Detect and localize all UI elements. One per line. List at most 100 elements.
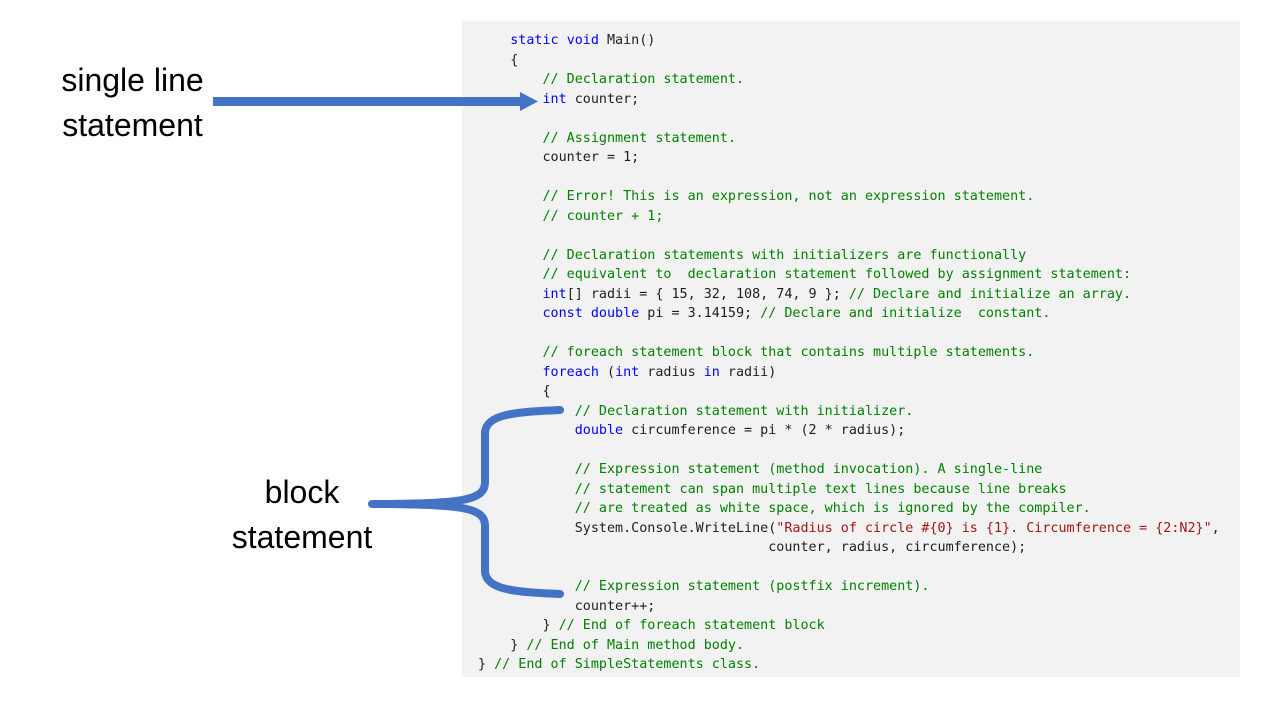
code-text: } (478, 637, 527, 653)
code-line: double circumference = pi * (2 * radius)… (478, 421, 906, 441)
code-text (478, 365, 543, 380)
code-line: const double pi = 3.14159; // Declare an… (478, 304, 1051, 324)
single-line-statement-label: single line statement (40, 58, 225, 148)
code-line: System.Console.WriteLine("Radius of circ… (478, 519, 1220, 539)
code-text: circumference = pi * (2 * radius); (623, 423, 906, 438)
code-text: Main() (598, 33, 656, 48)
code-text (478, 462, 575, 477)
code-text: , (1211, 520, 1220, 536)
code-line: static void Main() (478, 31, 655, 51)
code-keyword: int (542, 286, 567, 302)
code-text (478, 33, 510, 48)
code-text: counter; (566, 91, 640, 107)
code-comment: // Declare and initialize an array. (848, 286, 1132, 302)
code-comment: // foreach statement block that contains… (542, 345, 1035, 360)
code-text: pi = 3.14159; (639, 306, 761, 321)
block-statement-label-line-2: statement (231, 519, 373, 555)
code-line: int counter; (478, 90, 640, 110)
code-line: foreach (int radius in radii) (478, 363, 777, 383)
code-line: counter++; (478, 597, 656, 617)
code-text: counter, radius, circumference); (478, 540, 1027, 555)
code-line: int[] radii = { 15, 32, 108, 74, 9 }; //… (478, 285, 1132, 305)
code-line: // are treated as white space, which is … (478, 499, 1091, 519)
code-line: // foreach statement block that contains… (478, 343, 1035, 363)
code-keyword: in (703, 364, 720, 380)
code-line: } // End of SimpleStatements class. (478, 655, 760, 675)
code-keyword: int (615, 364, 640, 380)
single-line-statement-label-line-1: single line (61, 62, 204, 98)
code-line: // equivalent to declaration statement f… (478, 265, 1132, 285)
code-comment: // Declaration statement. (542, 72, 745, 87)
code-string: "Radius of circle #{0} is {1}. Circumfer… (776, 520, 1212, 536)
code-text (478, 404, 575, 419)
code-comment: // equivalent to declaration statement f… (542, 267, 1132, 282)
code-line: // Declaration statement. (478, 70, 745, 90)
code-line: // Assignment statement. (478, 129, 736, 149)
code-comment: // Declare and initialize constant. (760, 306, 1051, 321)
code-keyword: void (566, 33, 599, 48)
code-text (559, 33, 567, 48)
code-text (478, 482, 575, 497)
code-comment: // Error! This is an expression, not an … (542, 189, 1035, 204)
code-line: // statement can span multiple text line… (478, 480, 1067, 500)
code-keyword: static (510, 33, 559, 48)
code-keyword: int (542, 91, 567, 107)
code-text (478, 131, 543, 146)
code-text: radii) (719, 364, 777, 380)
code-text: ( (598, 364, 616, 380)
code-text: radius (639, 364, 704, 380)
code-line: // Declaration statements with initializ… (478, 246, 1027, 266)
code-comment: // End of SimpleStatements class. (494, 657, 761, 672)
code-panel: static void Main() { // Declaration stat… (462, 21, 1240, 677)
code-comment: // Expression statement (postfix increme… (574, 579, 930, 594)
code-line: counter, radius, circumference); (478, 538, 1026, 558)
code-keyword: foreach (542, 364, 599, 380)
code-keyword: double (574, 423, 624, 438)
code-line: // counter + 1; (478, 207, 664, 227)
code-comment: // End of Main method body. (526, 637, 745, 653)
code-text: [] radii = { 15, 32, 108, 74, 9 }; (566, 286, 849, 302)
code-comment: // counter + 1; (542, 208, 664, 224)
code-text (478, 189, 543, 204)
code-text: { (478, 52, 519, 68)
block-statement-label-line-1: block (264, 474, 340, 510)
code-text (583, 306, 591, 321)
code-text (478, 579, 575, 594)
block-statement-label: block statement (212, 470, 392, 560)
code-comment: // Declaration statement with initialize… (574, 403, 914, 419)
code-keyword: double (590, 306, 640, 321)
code-comment: // Assignment statement. (542, 130, 736, 146)
code-text (478, 345, 543, 360)
code-text (478, 209, 543, 224)
code-line: } // End of foreach statement block (478, 616, 825, 636)
code-comment: // are treated as white space, which is … (574, 501, 1091, 516)
code-text (478, 72, 543, 87)
code-text (478, 248, 543, 263)
code-text: counter = 1; (478, 150, 640, 165)
code-comment: // statement can span multiple text line… (574, 481, 1067, 497)
code-text (478, 287, 543, 302)
code-line: // Expression statement (method invocati… (478, 460, 1043, 480)
code-text: } (478, 618, 559, 633)
code-line: counter = 1; (478, 148, 639, 168)
code-comment: // Declaration statements with initializ… (542, 247, 1027, 263)
code-line: { (478, 382, 551, 402)
single-line-statement-label-line-2: statement (62, 107, 203, 143)
code-text: { (478, 384, 551, 399)
code-text (478, 267, 543, 282)
code-text: System.Console.WriteLine( (478, 520, 777, 536)
code-line: // Declaration statement with initialize… (478, 402, 914, 422)
code-text (478, 423, 575, 438)
code-comment: // End of foreach statement block (558, 618, 825, 633)
code-line: { (478, 51, 518, 71)
code-line: // Expression statement (postfix increme… (478, 577, 930, 597)
code-line: } // End of Main method body. (478, 636, 744, 656)
code-text: } (478, 657, 495, 672)
code-comment: // Expression statement (method invocati… (574, 462, 1043, 477)
code-text: counter++; (478, 598, 656, 614)
code-keyword: const (542, 306, 583, 321)
code-line: // Error! This is an expression, not an … (478, 187, 1035, 207)
code-text (478, 501, 575, 516)
code-text (478, 92, 543, 107)
